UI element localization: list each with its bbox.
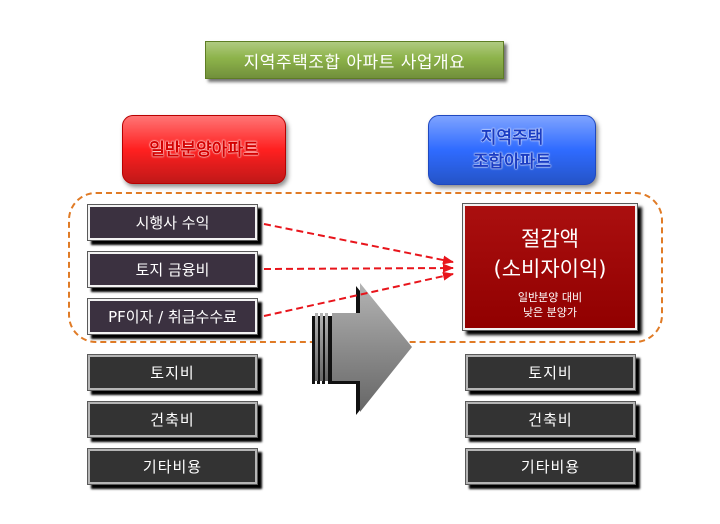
page-title: 지역주택조합 아파트 사업개요	[205, 41, 504, 79]
association-other-cost-box: 기타비용	[466, 449, 635, 484]
housing-association-apartment-header: 지역주택 조합아파트	[428, 115, 596, 185]
pf-interest-fee-box: PF이자 / 취급수수료	[88, 299, 257, 334]
savings-title: 절감액	[521, 227, 579, 251]
general-construction-cost-box: 건축비	[88, 402, 257, 437]
developer-profit-box: 시행사 수익	[88, 205, 257, 240]
savings-subtitle: (소비자이익)	[493, 257, 607, 281]
land-finance-cost-box: 토지 금융비	[88, 252, 257, 287]
general-sale-apartment-label: 일반분양아파트	[149, 139, 259, 160]
association-construction-cost-box: 건축비	[466, 402, 635, 437]
general-sale-apartment-header: 일반분양아파트	[122, 115, 286, 184]
housing-association-header-line: 지역주택	[480, 128, 544, 148]
savings-box: 절감액 (소비자이익) 일반분양 대비 낮은 분양가	[463, 204, 637, 330]
savings-note: 일반분양 대비	[517, 291, 583, 304]
savings-notes: 일반분양 대비 낮은 분양가	[518, 290, 582, 320]
association-land-cost-box: 토지비	[466, 355, 635, 390]
general-other-cost-box: 기타비용	[88, 449, 257, 484]
savings-note: 낮은 분양가	[522, 306, 578, 319]
housing-association-header-line: 조합아파트	[472, 152, 552, 172]
general-land-cost-box: 토지비	[88, 355, 257, 390]
